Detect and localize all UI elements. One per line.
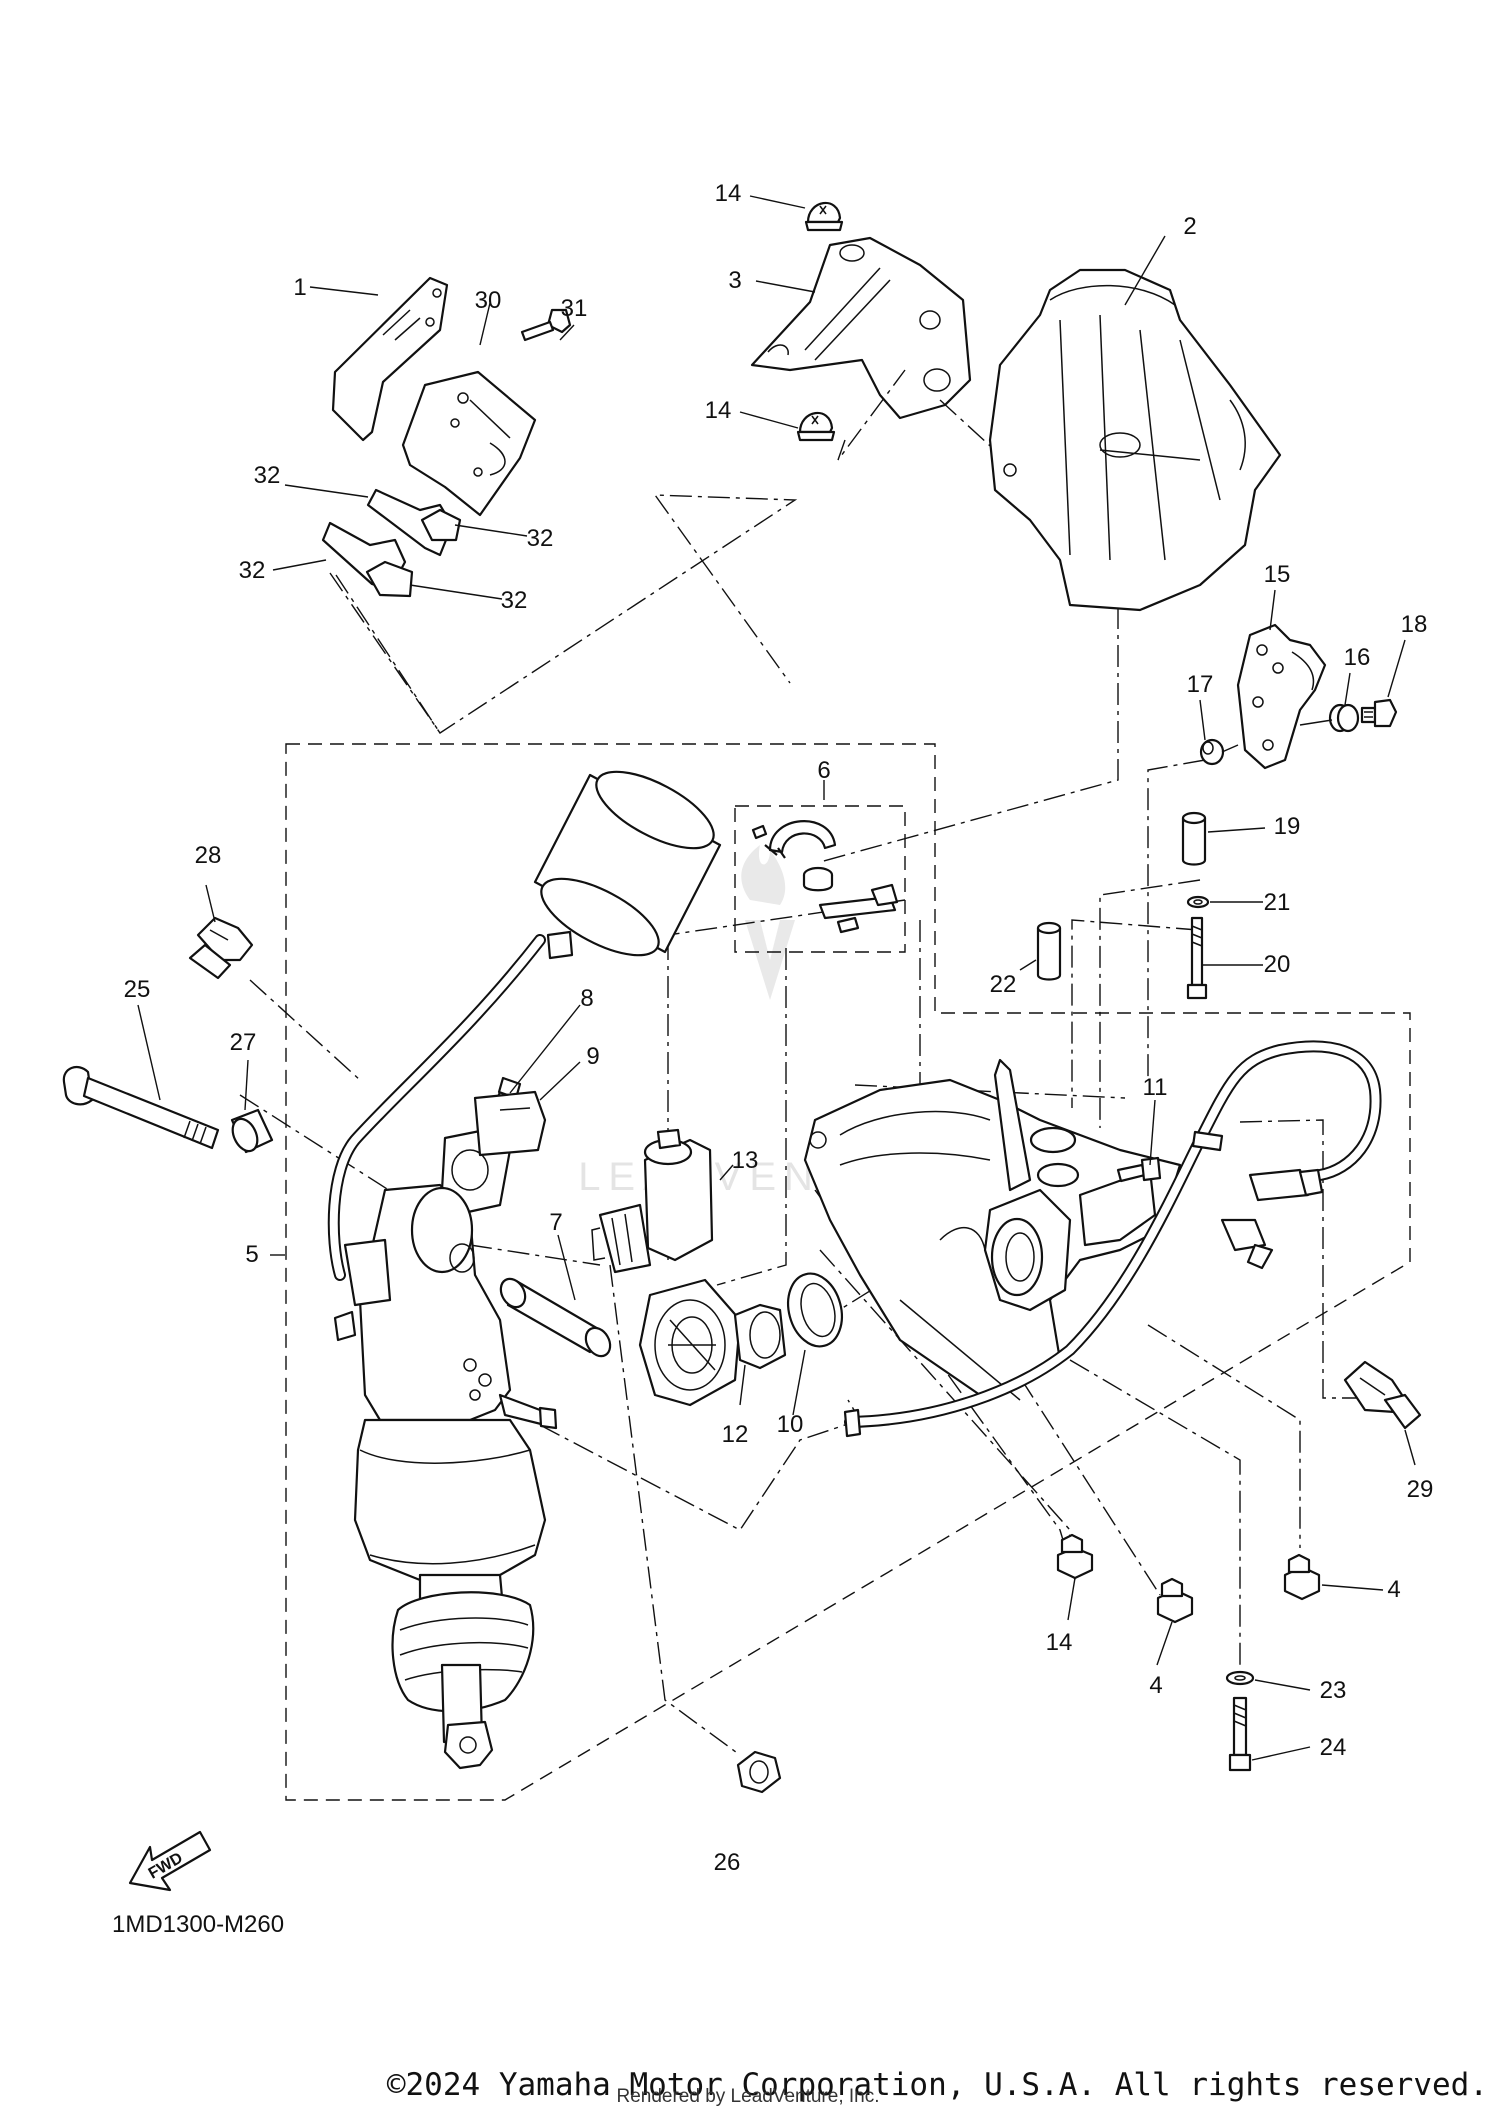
- callout-29: 29: [1407, 1476, 1434, 1503]
- washer-part-23: [1225, 1670, 1255, 1686]
- callout-18: 18: [1401, 611, 1428, 638]
- callout-15: 15: [1264, 561, 1291, 588]
- shock-assembly-boundary: [285, 743, 1411, 1801]
- bolt-part-14-middle: [796, 411, 836, 442]
- connector-part-28: [188, 916, 254, 980]
- bracket-part-15: [1236, 623, 1327, 770]
- bolt-part-11: [1116, 1156, 1162, 1183]
- callout-25: 25: [124, 976, 151, 1003]
- actuator-housing: [803, 1058, 1182, 1401]
- callout-32-b: 32: [527, 525, 554, 552]
- clamp-kit-boundary: [734, 805, 906, 953]
- bracket-part-3: [750, 236, 972, 420]
- callout-1: 1: [293, 274, 306, 301]
- sensor-part-9: [440, 1090, 547, 1214]
- shock-absorber-part-5: [333, 1183, 558, 1770]
- collar-part-17: [1199, 738, 1239, 766]
- callout-14-middle: 14: [705, 397, 732, 424]
- callout-4-center: 4: [1149, 1672, 1162, 1699]
- clamp-kit-parts-6: [751, 820, 899, 934]
- callout-5: 5: [245, 1241, 258, 1268]
- callout-7: 7: [549, 1209, 562, 1236]
- nut-part-26: [736, 1750, 782, 1794]
- callout-12: 12: [722, 1421, 749, 1448]
- bolt-part-18: [1360, 698, 1398, 728]
- shaft-part-7: [499, 1277, 612, 1358]
- nut-part-14-bottom: [1056, 1533, 1094, 1580]
- callout-24: 24: [1320, 1734, 1347, 1761]
- callout-32-c: 32: [239, 557, 266, 584]
- clip-parts-32: [321, 488, 462, 598]
- callout-20: 20: [1264, 951, 1291, 978]
- callout-27: 27: [230, 1029, 257, 1056]
- callout-leaders: [137, 195, 1416, 1761]
- bolt-part-31: [520, 308, 572, 342]
- washer-part-16: [1299, 703, 1360, 733]
- callout-28: 28: [195, 842, 222, 869]
- bracket-part-30: [401, 370, 537, 517]
- fwd-arrow-icon: FWD: [128, 1830, 212, 1892]
- bolt-part-25: [62, 1065, 220, 1150]
- callout-21: 21: [1264, 889, 1291, 916]
- collar-part-27: [230, 1108, 274, 1154]
- callout-14-top: 14: [715, 180, 742, 207]
- callout-32-d: 32: [501, 587, 528, 614]
- motor-part-13: [591, 1128, 714, 1274]
- bolt-part-24: [1228, 1696, 1252, 1772]
- callout-6: 6: [817, 757, 830, 784]
- spacer-part-19: [1181, 811, 1207, 866]
- callout-13: 13: [732, 1147, 759, 1174]
- hydraulic-hose: [843, 1040, 1382, 1438]
- callout-19: 19: [1274, 813, 1301, 840]
- callout-2: 2: [1183, 213, 1196, 240]
- bracket-part-1: [331, 276, 449, 442]
- callout-30: 30: [475, 287, 502, 314]
- reservoir-canister: [533, 770, 722, 960]
- callout-3: 3: [728, 267, 741, 294]
- bolt-part-20: [1186, 916, 1208, 1000]
- callout-10: 10: [777, 1411, 804, 1438]
- callout-9: 9: [586, 1043, 599, 1070]
- callout-11: 11: [1143, 1074, 1168, 1101]
- connector-part-29: [1343, 1360, 1422, 1430]
- copyright-notice: ©2024 Yamaha Motor Corporation, U.S.A. A…: [387, 2067, 1488, 2103]
- nut-part-4-right: [1283, 1553, 1321, 1601]
- washer-part-21: [1186, 895, 1210, 909]
- callout-31: 31: [561, 295, 588, 322]
- callout-32-a: 32: [254, 462, 281, 489]
- callout-4-right: 4: [1387, 1576, 1400, 1603]
- diagram-code: 1MD1300-M260: [112, 1911, 284, 1938]
- callout-labels: 1 2 3 4 4 5 6 7 8 9 10 11 12 13 14 14 14…: [124, 180, 1434, 1876]
- reservoir-hose: [327, 934, 546, 1281]
- rendered-by-notice: Rendered by LeadVenture, Inc.: [616, 2086, 879, 2107]
- callout-26: 26: [714, 1849, 741, 1876]
- callout-16: 16: [1344, 644, 1371, 671]
- callout-8: 8: [580, 985, 593, 1012]
- seal-ring-part-10: [787, 1272, 843, 1348]
- cover-part-2: [988, 268, 1282, 612]
- callout-14-bottom: 14: [1046, 1629, 1073, 1656]
- callout-23: 23: [1320, 1677, 1347, 1704]
- callout-17: 17: [1187, 671, 1214, 698]
- bolt-part-14-top: [804, 201, 844, 232]
- gear-housing-part-12: [638, 1278, 787, 1407]
- callout-22: 22: [990, 971, 1017, 998]
- nut-part-4-center: [1156, 1577, 1194, 1624]
- leader-14-to-3: [837, 369, 906, 461]
- spacer-part-22: [1036, 921, 1062, 981]
